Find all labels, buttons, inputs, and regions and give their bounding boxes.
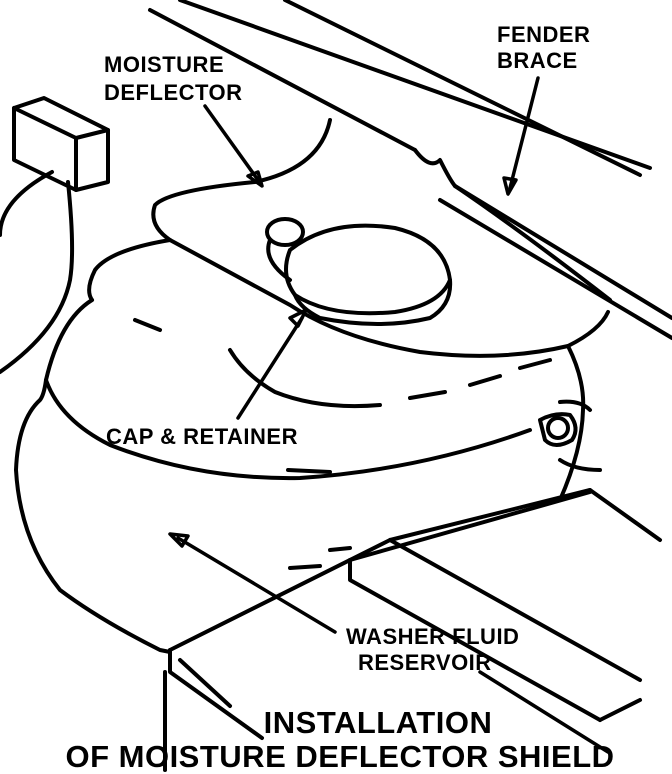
moisture-deflector-label-line1: MOISTURE xyxy=(104,52,225,77)
caption-line1: INSTALLATION xyxy=(263,705,493,740)
caption-line2: OF MOISTURE DEFLECTOR SHIELD xyxy=(65,739,615,774)
moisture-deflector-label-line2: DEFLECTOR xyxy=(104,80,243,105)
connector-box xyxy=(0,96,110,374)
washer-fluid-reservoir xyxy=(14,238,602,654)
fender-brace-label-line1: FENDER xyxy=(497,22,591,47)
fender-brace xyxy=(148,0,672,340)
fender-brace-label-line2: BRACE xyxy=(497,48,578,73)
washer-fluid-label-line1: WASHER FLUID xyxy=(346,624,520,649)
washer-fluid-label-line2: RESERVOIR xyxy=(358,650,492,675)
mounting-bracket xyxy=(163,488,662,772)
cap-retainer-label: CAP & RETAINER xyxy=(106,424,298,449)
leader-lines xyxy=(168,76,610,754)
